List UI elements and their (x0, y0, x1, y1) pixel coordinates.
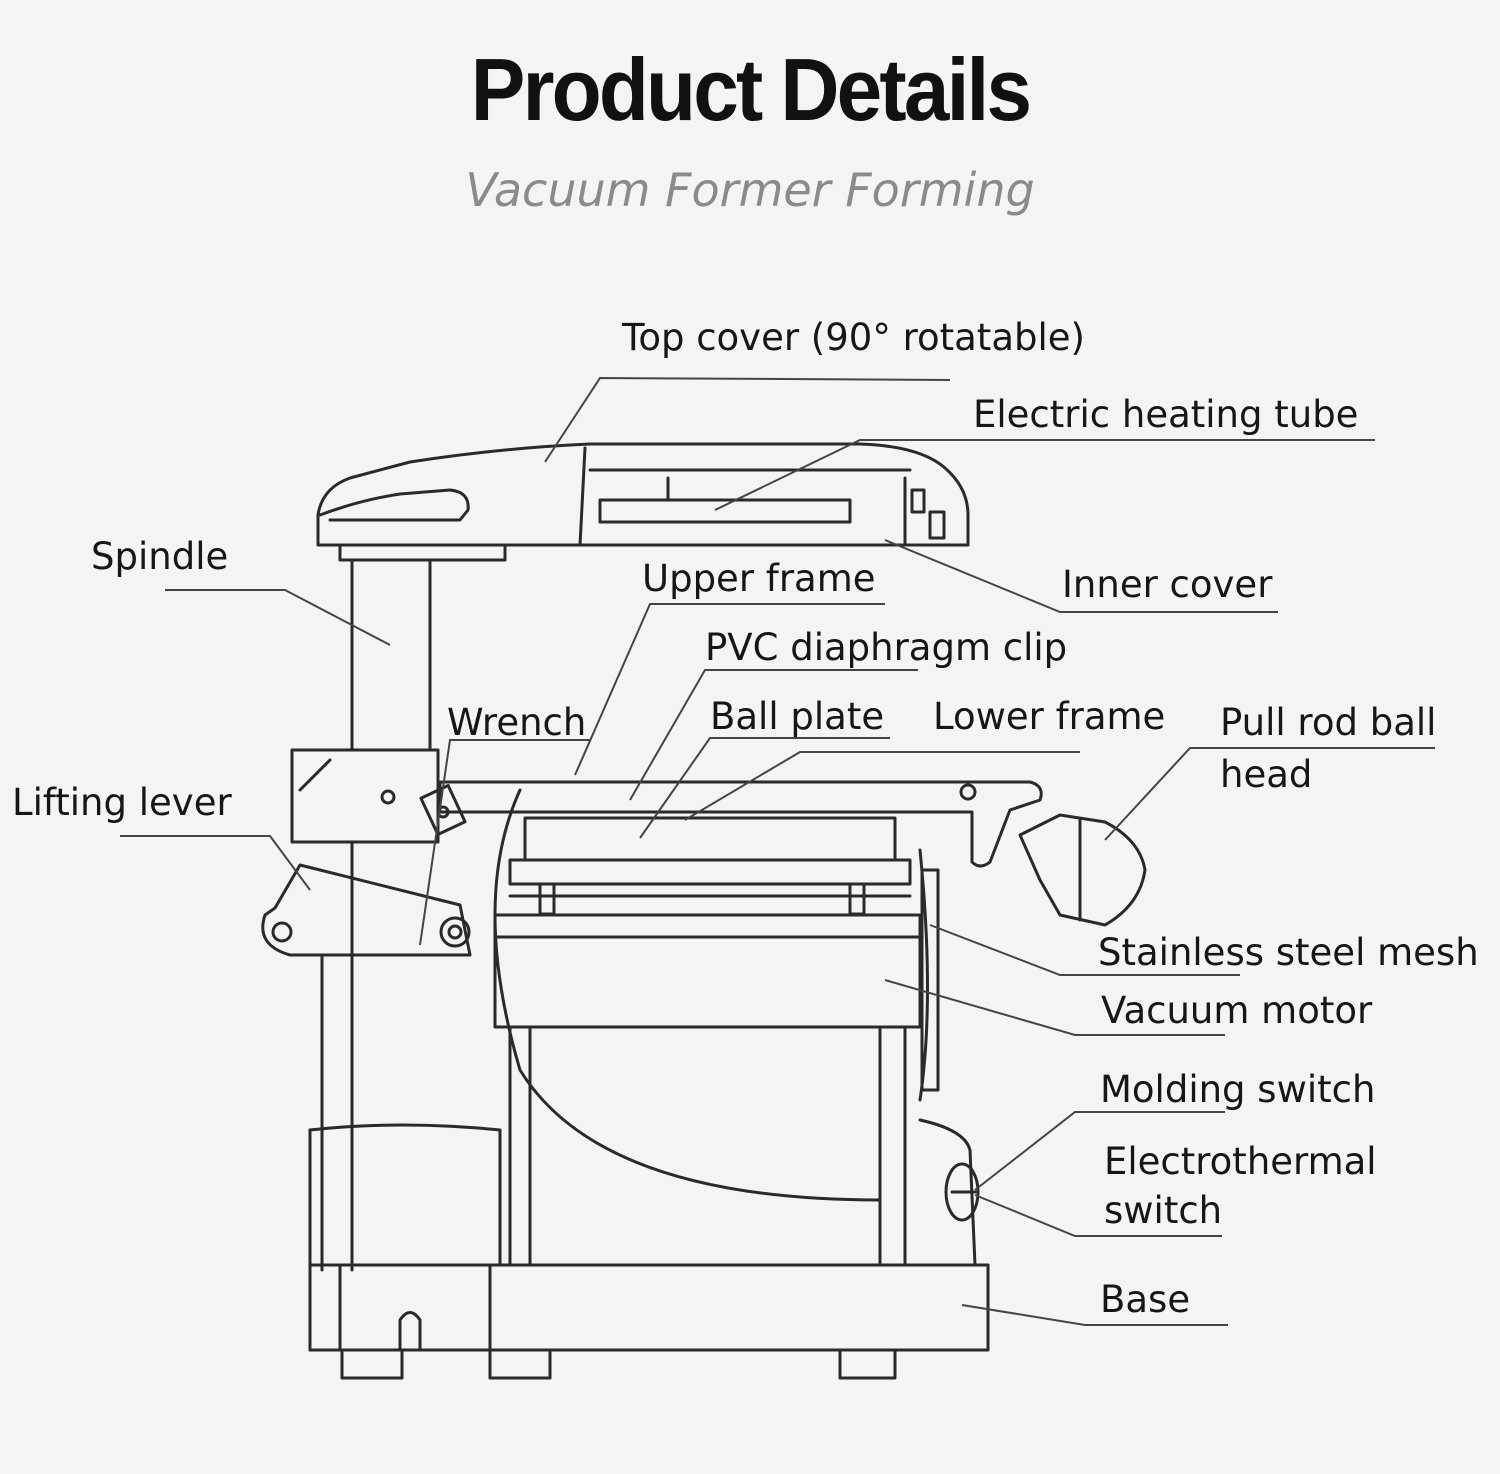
leader-electrothermal-switch (974, 1194, 1222, 1237)
leader-molding-switch (974, 1111, 1225, 1191)
leader-lines (120, 376, 1435, 1326)
label-pull-rod-ball-head-line2: head (1220, 753, 1313, 796)
label-molding-switch: Molding switch (1100, 1068, 1376, 1111)
label-pull-rod-ball-head-line1: Pull rod ball (1220, 701, 1437, 744)
label-base: Base (1100, 1278, 1191, 1321)
label-spindle: Spindle (91, 535, 229, 578)
label-electrothermal-switch-line2: switch (1104, 1189, 1223, 1232)
frame-bar (438, 780, 1043, 868)
label-electric-heating-tube: Electric heating tube (973, 393, 1359, 436)
leader-pull-rod-ball-head (1104, 747, 1435, 841)
label-stainless-steel-mesh: Stainless steel mesh (1098, 931, 1479, 974)
label-upper-frame: Upper frame (642, 557, 876, 600)
leader-upper-frame (574, 603, 885, 776)
page-title: Product Details (470, 40, 1032, 139)
leader-stainless-steel-mesh (929, 924, 1240, 976)
page-subtitle: Vacuum Former Forming (465, 163, 1035, 217)
leader-pvc-diaphragm-clip (629, 669, 918, 801)
label-pvc-diaphragm-clip: PVC diaphragm clip (705, 626, 1068, 669)
leader-vacuum-motor (884, 979, 1225, 1036)
lever-bracket (290, 748, 440, 844)
vacuum-motor-shape (493, 935, 922, 1029)
leader-wrench (419, 739, 590, 946)
top-cover-handle (318, 488, 470, 522)
leader-spindle (165, 589, 391, 646)
leader-top-cover (544, 376, 951, 463)
label-lower-frame: Lower frame (933, 695, 1166, 738)
leader-lifting-lever (120, 835, 311, 891)
stainless-steel-mesh-shape (493, 913, 922, 939)
leader-electric-heating-tube (714, 439, 1375, 511)
spindle-shape (350, 558, 432, 752)
pull-rod-ball-head-shape (1018, 813, 1147, 927)
body-shape (308, 1123, 502, 1267)
label-wrench: Wrench (447, 701, 587, 744)
leader-ball-plate (639, 737, 890, 839)
heating-tube-shape (598, 498, 852, 524)
label-top-cover: Top cover (90° rotatable) (622, 316, 1085, 359)
base-shape (308, 1263, 990, 1352)
lower-frame-shape (508, 858, 912, 886)
leader-base (961, 1304, 1228, 1326)
label-inner-cover: Inner cover (1062, 563, 1273, 606)
top-cover-shape (316, 442, 970, 547)
lifting-lever-shape (261, 863, 472, 957)
label-vacuum-motor: Vacuum motor (1101, 989, 1373, 1032)
label-electrothermal-switch-line1: Electrothermal (1104, 1140, 1377, 1183)
label-ball-plate: Ball plate (710, 695, 885, 738)
leader-inner-cover (884, 539, 1278, 613)
ball-plate-shape (523, 816, 897, 862)
leader-lower-frame (684, 751, 1080, 821)
label-lifting-lever: Lifting lever (12, 781, 232, 824)
switch-shape (944, 1162, 980, 1222)
machine-drawing (261, 442, 1147, 1380)
